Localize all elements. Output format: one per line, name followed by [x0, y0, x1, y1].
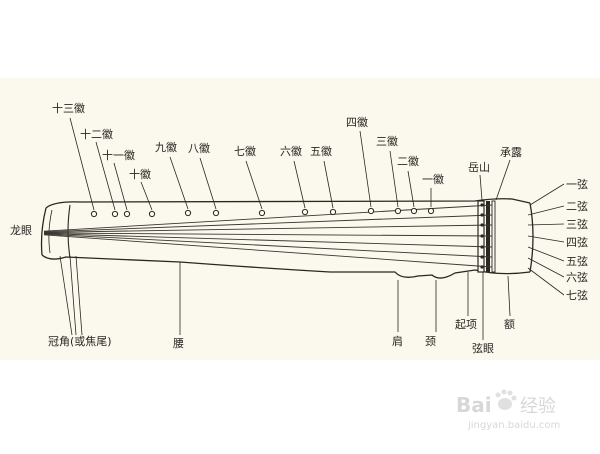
leader-line-8 — [293, 160, 306, 209]
leader-line-25 — [529, 183, 565, 206]
leader-line-27 — [527, 223, 565, 226]
string-line-2 — [43, 214, 493, 233]
hui-label-9: 九徽 — [155, 140, 177, 154]
leader-line-24 — [507, 275, 511, 317]
hui-label-5: 五徽 — [310, 144, 332, 158]
label-jian: 肩 — [392, 334, 403, 348]
leader-line-4 — [140, 181, 153, 211]
hui-label-1: 一徽 — [422, 172, 444, 186]
hui-label-6: 六徽 — [280, 144, 302, 158]
hui-marker-12 — [111, 210, 119, 218]
leader-line-12 — [407, 170, 415, 208]
hui-marker-9 — [184, 209, 192, 217]
string-label-5: 五弦 — [566, 254, 588, 268]
string-label-2: 二弦 — [566, 199, 588, 213]
svg-text:Bai: Bai — [456, 393, 492, 417]
leader-line-10 — [359, 130, 372, 208]
leader-line-15 — [495, 159, 511, 201]
string-knot-5 — [480, 245, 484, 249]
hui-marker-7 — [258, 209, 266, 217]
leader-line-14 — [479, 174, 483, 201]
watermark-logo: Bai 经验 jingyan.baidu.com — [456, 389, 560, 431]
leader-line-17 — [69, 255, 77, 336]
label-qixiang: 起项 — [455, 318, 477, 331]
leader-line-16 — [59, 255, 73, 336]
string-line-6 — [43, 233, 493, 258]
string-line-5 — [43, 233, 493, 248]
label-guanjiao: 冠角(或焦尾) — [48, 335, 112, 348]
leader-line-29 — [527, 246, 565, 262]
string-knot-4 — [480, 234, 484, 238]
label-e: 额 — [504, 318, 515, 331]
svg-text:jingyan.baidu.com: jingyan.baidu.com — [467, 420, 560, 431]
leader-line-28 — [527, 235, 565, 243]
leader-line-30 — [527, 257, 565, 278]
leader-line-2 — [95, 141, 116, 211]
hui-marker-1 — [427, 207, 435, 215]
string-label-1: 一弦 — [566, 177, 588, 191]
hui-marker-3 — [394, 207, 402, 215]
string-line-3 — [43, 224, 493, 233]
leader-line-11 — [389, 150, 399, 208]
leader-line-7 — [245, 160, 263, 210]
hui-label-12: 十二徽 — [80, 127, 113, 141]
string-knot-7 — [480, 265, 484, 269]
string-knot-2 — [480, 213, 484, 217]
string-label-4: 四弦 — [566, 235, 588, 249]
string-label-7: 七弦 — [566, 288, 588, 302]
hui-label-10: 十徽 — [129, 167, 151, 181]
hui-label-11: 十一徽 — [102, 148, 135, 162]
hui-label-7: 七徽 — [234, 144, 256, 158]
label-xianyan: 弦眼 — [472, 341, 494, 355]
string-labels: 一弦 二弦 三弦 四弦 五弦 六弦 七弦 — [566, 177, 588, 302]
hui-label-8: 八徽 — [188, 141, 210, 155]
string-knot-3 — [480, 223, 484, 227]
strings-group — [43, 203, 493, 269]
string-label-3: 三弦 — [566, 217, 588, 231]
leader-line-6 — [199, 157, 217, 210]
hui-marker-13 — [90, 210, 98, 218]
label-longyan: 龙眼 — [10, 224, 32, 237]
leader-line-18 — [75, 255, 83, 336]
hui-marker-10 — [148, 210, 156, 218]
paw-icon — [495, 389, 517, 410]
part-labels: 龙眼 冠角(或焦尾) 腰 肩 颈 起项 弦眼 额 岳山 承露 — [10, 146, 522, 355]
string-label-6: 六弦 — [566, 270, 588, 284]
hui-label-13: 十三徽 — [52, 101, 85, 115]
string-knot-1 — [480, 203, 484, 207]
hui-marker-6 — [301, 208, 309, 216]
hui-marker-4 — [367, 207, 375, 215]
leader-line-1 — [69, 117, 95, 211]
hui-marker-11 — [123, 210, 131, 218]
leader-line-5 — [169, 156, 189, 210]
svg-text:经验: 经验 — [520, 396, 556, 417]
leader-line-31 — [527, 267, 565, 296]
hui-label-2: 二徽 — [397, 154, 419, 168]
label-jing: 颈 — [425, 335, 436, 348]
hui-labels: 十三徽 十二徽 十一徽 十徽 九徽 八徽 七徽 六徽 五徽 四徽 三徽 二徽 一… — [52, 101, 444, 186]
label-chenglu: 承露 — [500, 146, 522, 159]
leader-line-9 — [323, 160, 334, 209]
hui-marker-8 — [212, 209, 220, 217]
string-line-4 — [43, 232, 493, 237]
label-yao: 腰 — [173, 337, 184, 350]
label-yueshan: 岳山 — [468, 161, 490, 174]
leader-lines — [59, 117, 565, 340]
string-knot-6 — [480, 255, 484, 259]
leader-line-3 — [113, 162, 128, 211]
paper-background — [0, 78, 600, 360]
hui-markers — [90, 207, 435, 218]
hui-marker-5 — [329, 208, 337, 216]
hui-label-3: 三徽 — [376, 134, 398, 148]
hui-label-4: 四徽 — [346, 115, 368, 129]
leader-line-26 — [527, 205, 565, 216]
string-line-7 — [43, 234, 493, 268]
hui-marker-2 — [410, 207, 418, 215]
string-line-1 — [43, 204, 493, 232]
